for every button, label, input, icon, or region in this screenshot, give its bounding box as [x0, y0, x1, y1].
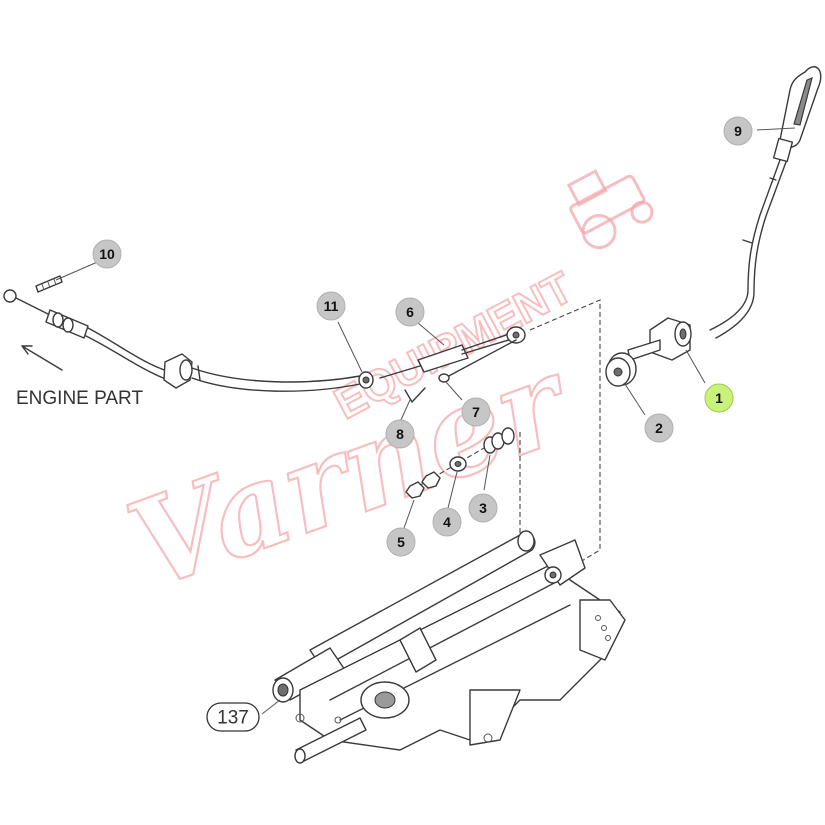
engine-part-label: ENGINE PART	[16, 388, 143, 409]
callout-1: 1	[704, 383, 734, 413]
callout-11-label: 11	[324, 298, 339, 314]
callout-8-label: 8	[396, 426, 404, 442]
throttle-cable	[3, 275, 374, 392]
callout-11: 11	[316, 291, 346, 321]
connecting-rod	[379, 299, 601, 566]
callout-2: 2	[644, 413, 674, 443]
callout-6: 6	[395, 297, 425, 327]
callout-8: 8	[385, 419, 415, 449]
bushing	[605, 352, 637, 387]
callout-9: 9	[723, 116, 753, 146]
hardware-stack	[405, 427, 515, 499]
tractor-logo-icon	[566, 169, 654, 250]
callout-7: 7	[461, 397, 491, 427]
callout-2-label: 2	[655, 420, 663, 436]
callout-3: 3	[468, 493, 498, 523]
callout-10-label: 10	[99, 246, 115, 262]
callout-6-label: 6	[406, 304, 414, 320]
callout-9-label: 9	[734, 123, 742, 139]
callout-4-label: 4	[443, 514, 451, 530]
callout-4: 4	[432, 507, 462, 537]
shift-lever	[627, 66, 822, 361]
callout-10: 10	[92, 239, 122, 269]
callout-5-label: 5	[397, 534, 405, 550]
callout-3-label: 3	[479, 500, 487, 516]
callout-5: 5	[386, 527, 416, 557]
pedal-frame	[272, 530, 626, 764]
reference-label-text: 137	[217, 708, 249, 729]
callout-1-label: 1	[715, 390, 723, 406]
reference-label-137: 137	[206, 702, 260, 732]
callout-7-label: 7	[472, 404, 480, 420]
leader-lines	[55, 127, 796, 715]
